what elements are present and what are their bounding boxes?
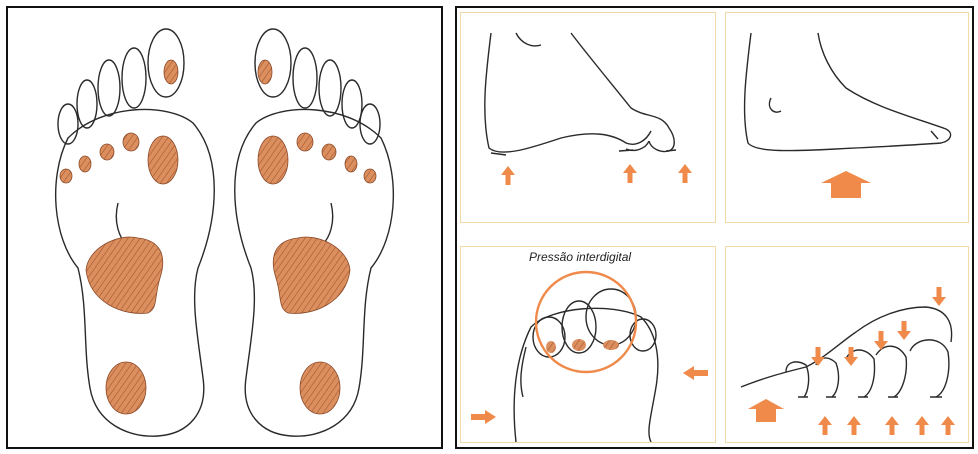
- left-arrow-icon: [683, 366, 708, 380]
- pressure-zone: [60, 169, 72, 183]
- pressure-zone: [364, 169, 376, 183]
- pressure-zone: [106, 362, 146, 414]
- up-arrow-icon: [915, 416, 929, 435]
- right-arrow-icon: [471, 410, 496, 424]
- pressure-zone: [297, 133, 313, 151]
- normal-foot-diagram: [725, 12, 969, 223]
- up-arrow-icon: [821, 171, 871, 198]
- plantar-pressure-panel: [6, 6, 443, 449]
- up-arrow-icon: [818, 416, 832, 435]
- pressure-zone: [300, 362, 340, 414]
- pressure-zone: [345, 156, 357, 172]
- pressure-zone: [258, 60, 272, 84]
- deformity-diagrams-panel: Pressão interdigital: [455, 6, 974, 449]
- pressure-zone: [79, 156, 91, 172]
- down-arrow-icon: [897, 321, 911, 340]
- pressure-zone: [100, 144, 114, 160]
- pressure-zone: [164, 60, 178, 84]
- pressure-zone: [148, 136, 178, 184]
- hammer-toe-diagram: [725, 246, 969, 443]
- down-arrow-icon: [932, 287, 946, 306]
- plantar-pressure-illustration: [8, 8, 441, 447]
- pressure-zone: [258, 136, 288, 184]
- pressure-zone: [123, 133, 139, 151]
- pressure-zone: [86, 237, 163, 313]
- pressure-zone: [273, 237, 350, 313]
- up-arrow-icon: [623, 164, 637, 183]
- interdigital-pressure-diagram: Pressão interdigital: [460, 246, 716, 443]
- up-arrow-icon: [678, 164, 692, 183]
- up-arrow-icon: [501, 166, 515, 185]
- up-arrow-icon: [847, 416, 861, 435]
- up-arrow-icon: [885, 416, 899, 435]
- pressure-zone: [322, 144, 336, 160]
- up-arrow-icon: [748, 399, 784, 422]
- up-arrow-icon: [941, 416, 955, 435]
- claw-toe-diagram: [460, 12, 716, 223]
